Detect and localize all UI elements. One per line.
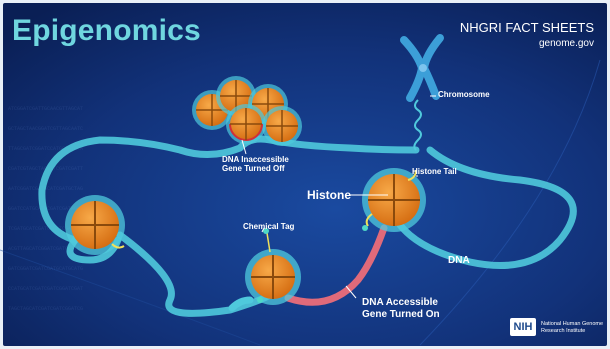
nih-logo-abbr: NIH (510, 318, 536, 336)
publisher-url[interactable]: genome.gov (539, 38, 594, 49)
label-dna: DNA (448, 255, 470, 266)
label-dna-inaccessible-line1: DNA Inaccessible (222, 155, 289, 164)
svg-text:GATCGGATCGATCGATGCATGCATG: GATCGGATCGATCGATGCATGCATG (8, 266, 83, 272)
publisher-title: NHGRI FACT SHEETS (460, 20, 594, 35)
label-histone-tail: Histone Tail (412, 167, 457, 176)
label-dna-accessible: DNA Accessible Gene Turned On (362, 297, 440, 320)
svg-text:CCATGCATCGATCGATCGGATCGAT: CCATGCATCGATCGATCGGATCGAT (8, 286, 83, 292)
histone-icon (226, 104, 266, 144)
label-dna-accessible-line2: Gene Turned On (362, 309, 440, 321)
nih-institute-line1: National Human Genome (541, 321, 603, 328)
label-dna-inaccessible-line2: Gene Turned Off (222, 164, 289, 173)
nih-institute-name: National Human Genome Research Institute (541, 321, 603, 335)
label-dna-inaccessible: DNA Inaccessible Gene Turned Off (222, 155, 289, 173)
svg-text:ATCGGATCGATTGCAACGTTAGCAT: ATCGGATCGATTGCAACGTTAGCAT (8, 106, 83, 112)
histone-icon (362, 168, 426, 232)
label-chemical-tag: Chemical Tag (243, 222, 294, 231)
nih-institute-line2: Research Institute (541, 328, 603, 335)
label-dna-accessible-line1: DNA Accessible (362, 297, 440, 309)
label-chromosome: Chromosome (438, 90, 490, 99)
nih-logo: NIH (510, 318, 536, 336)
histone-icon (65, 195, 125, 255)
svg-text:GCTAGCTAACGGATCGTTAGCAATC: GCTAGCTAACGGATCGTTAGCAATC (8, 126, 83, 132)
svg-text:TAGCTAGCATCGATCGATCGGATCG: TAGCTAGCATCGATCGATCGGATCG (8, 306, 83, 312)
page-title: Epigenomics (12, 14, 201, 48)
label-histone: Histone (307, 188, 351, 202)
histone-icon (245, 249, 301, 305)
background-panel (3, 3, 607, 346)
histone-icon (262, 106, 302, 146)
